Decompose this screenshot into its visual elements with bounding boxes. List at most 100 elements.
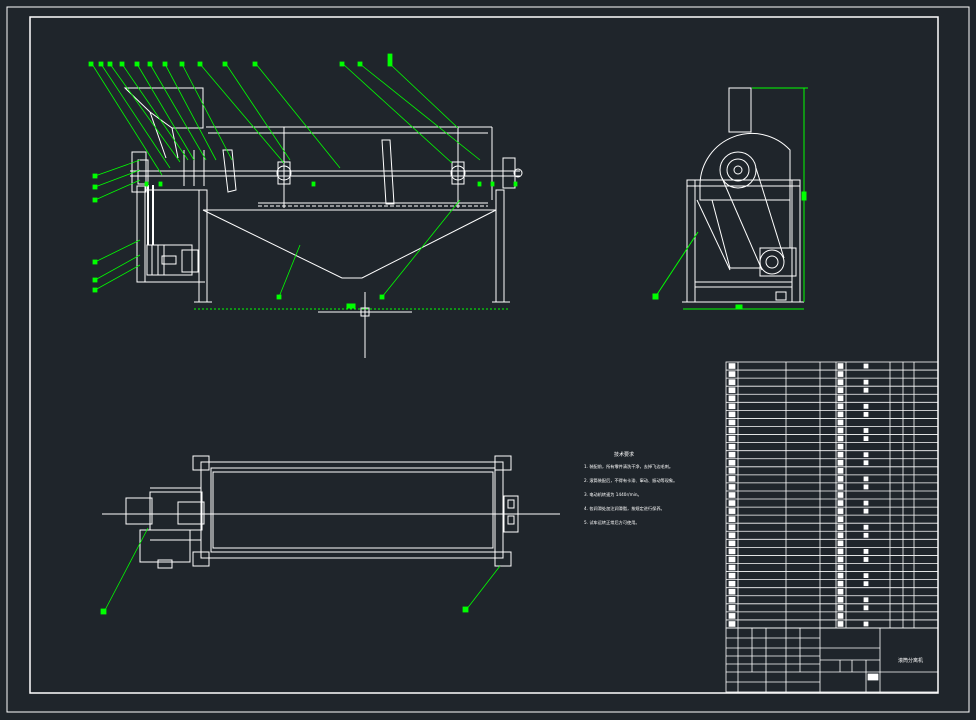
bom-row-number [728,580,736,587]
bom-row-qty [837,548,844,555]
bom-row-qty [837,621,844,627]
bom-row-material [863,605,869,611]
side-motor [759,247,797,277]
bom-row-material [863,484,869,490]
side-dimensions [652,87,808,310]
bom-row-number [728,605,736,611]
bom-row-qty [837,459,844,466]
bom-row-number [728,532,736,539]
side-drum-housing [699,133,791,201]
drive-pulley [719,151,757,189]
bom-row-number [728,427,736,434]
bom-row-qty [837,500,844,506]
bom-row-material [863,508,869,514]
bom-row-material [863,549,869,554]
bom-row-number [728,556,736,563]
plan-motor [139,529,191,563]
plan-drum [210,467,496,553]
beater-blade-2 [381,139,395,205]
side-belt [721,177,763,271]
bom-row-qty [837,532,844,539]
motor [146,244,193,276]
bom-row-number [728,363,736,369]
bom-row-qty [837,516,844,522]
bom-row-qty [837,403,844,410]
bom-row-number [728,476,736,482]
side-hopper [728,87,752,133]
bom-row-material [863,379,869,385]
bom-row-qty [837,379,844,385]
side-leg-left [686,179,696,303]
bom-row-qty [837,435,844,442]
bom-row-number [728,371,736,377]
leg-left [198,189,208,303]
side-view [682,87,804,303]
bom-row-number [728,572,736,579]
bom-row-number [728,395,736,402]
bom-row-material [863,476,869,482]
bom-row-qty [837,492,844,498]
bom-row-qty [837,596,844,603]
bom-row-material [863,581,869,587]
bom-row-number [728,524,736,531]
tech-line-1: 1. 装配前，所有零件清洗干净，去掉飞边毛刺。 [584,463,673,470]
tech-heading: 技术要求 [614,451,634,458]
left-bearing [131,151,147,193]
bom-row-number [728,548,736,555]
top-view [102,455,560,569]
motor-pulley [759,249,785,275]
bom-row-qty [837,451,844,458]
bom-row-material [863,500,869,506]
tech-line-4: 4. 各润滑处加注润滑脂，按规定进行保养。 [584,505,665,512]
tech-line-3: 3. 电动机转速为 1440r/min。 [584,491,642,498]
bom-row-number [728,443,736,450]
outer-border [6,6,970,713]
right-bearing [502,157,516,189]
bom-row-number [728,540,736,547]
collection-trough [202,209,497,279]
bom-row-number [728,467,736,474]
leg-right [495,189,505,303]
bom-row-material [863,532,869,538]
side-leg-right [791,179,801,303]
bom-row-material [863,403,869,409]
bom-row-qty [837,363,844,369]
bom-row-qty [837,588,844,595]
bom-row-qty [837,508,844,514]
inner-frame [29,16,939,694]
bom-row-qty [837,613,844,619]
bom-row-material [863,621,869,627]
bom-row-number [728,564,736,571]
bom-row-number [728,500,736,506]
bom-row-qty [837,476,844,482]
bom-row-material [863,411,869,417]
bom-row-number [728,588,736,595]
bom-row-qty [837,556,844,563]
bom-row-number [728,411,736,418]
bom-row-qty [837,443,844,450]
bom-row-number [728,435,736,442]
plan-outer [200,461,504,559]
bom-row-material [863,524,869,530]
bom-row-qty [837,540,844,547]
bom-row-qty [837,564,844,571]
bom-row-qty [837,524,844,531]
bom-row-number [728,492,736,498]
bom-row-number [728,516,736,522]
bom-row-qty [837,580,844,587]
bom-row-material [863,363,869,369]
beater-blade [222,149,237,193]
bom-row-qty [837,395,844,402]
bom-row-qty [837,411,844,418]
bom-row-qty [837,605,844,611]
tech-notes: 技术要求 1. 装配前，所有零件清洗干净，去掉飞边毛刺。 2. 滚筒装配后，不得… [584,451,677,526]
bom-row-number [728,451,736,458]
tech-line-2: 2. 滚筒装配后，不得有卡滞、窜动、振动等现象。 [584,477,677,484]
tech-line-5: 5. 试车运转正常后方可使用。 [584,519,640,526]
bom-row-qty [837,419,844,426]
feed-hopper [123,87,204,129]
bom-row-number [728,459,736,466]
bom-row-number [728,387,736,394]
bom-row-number [728,419,736,426]
title-block [725,627,939,693]
